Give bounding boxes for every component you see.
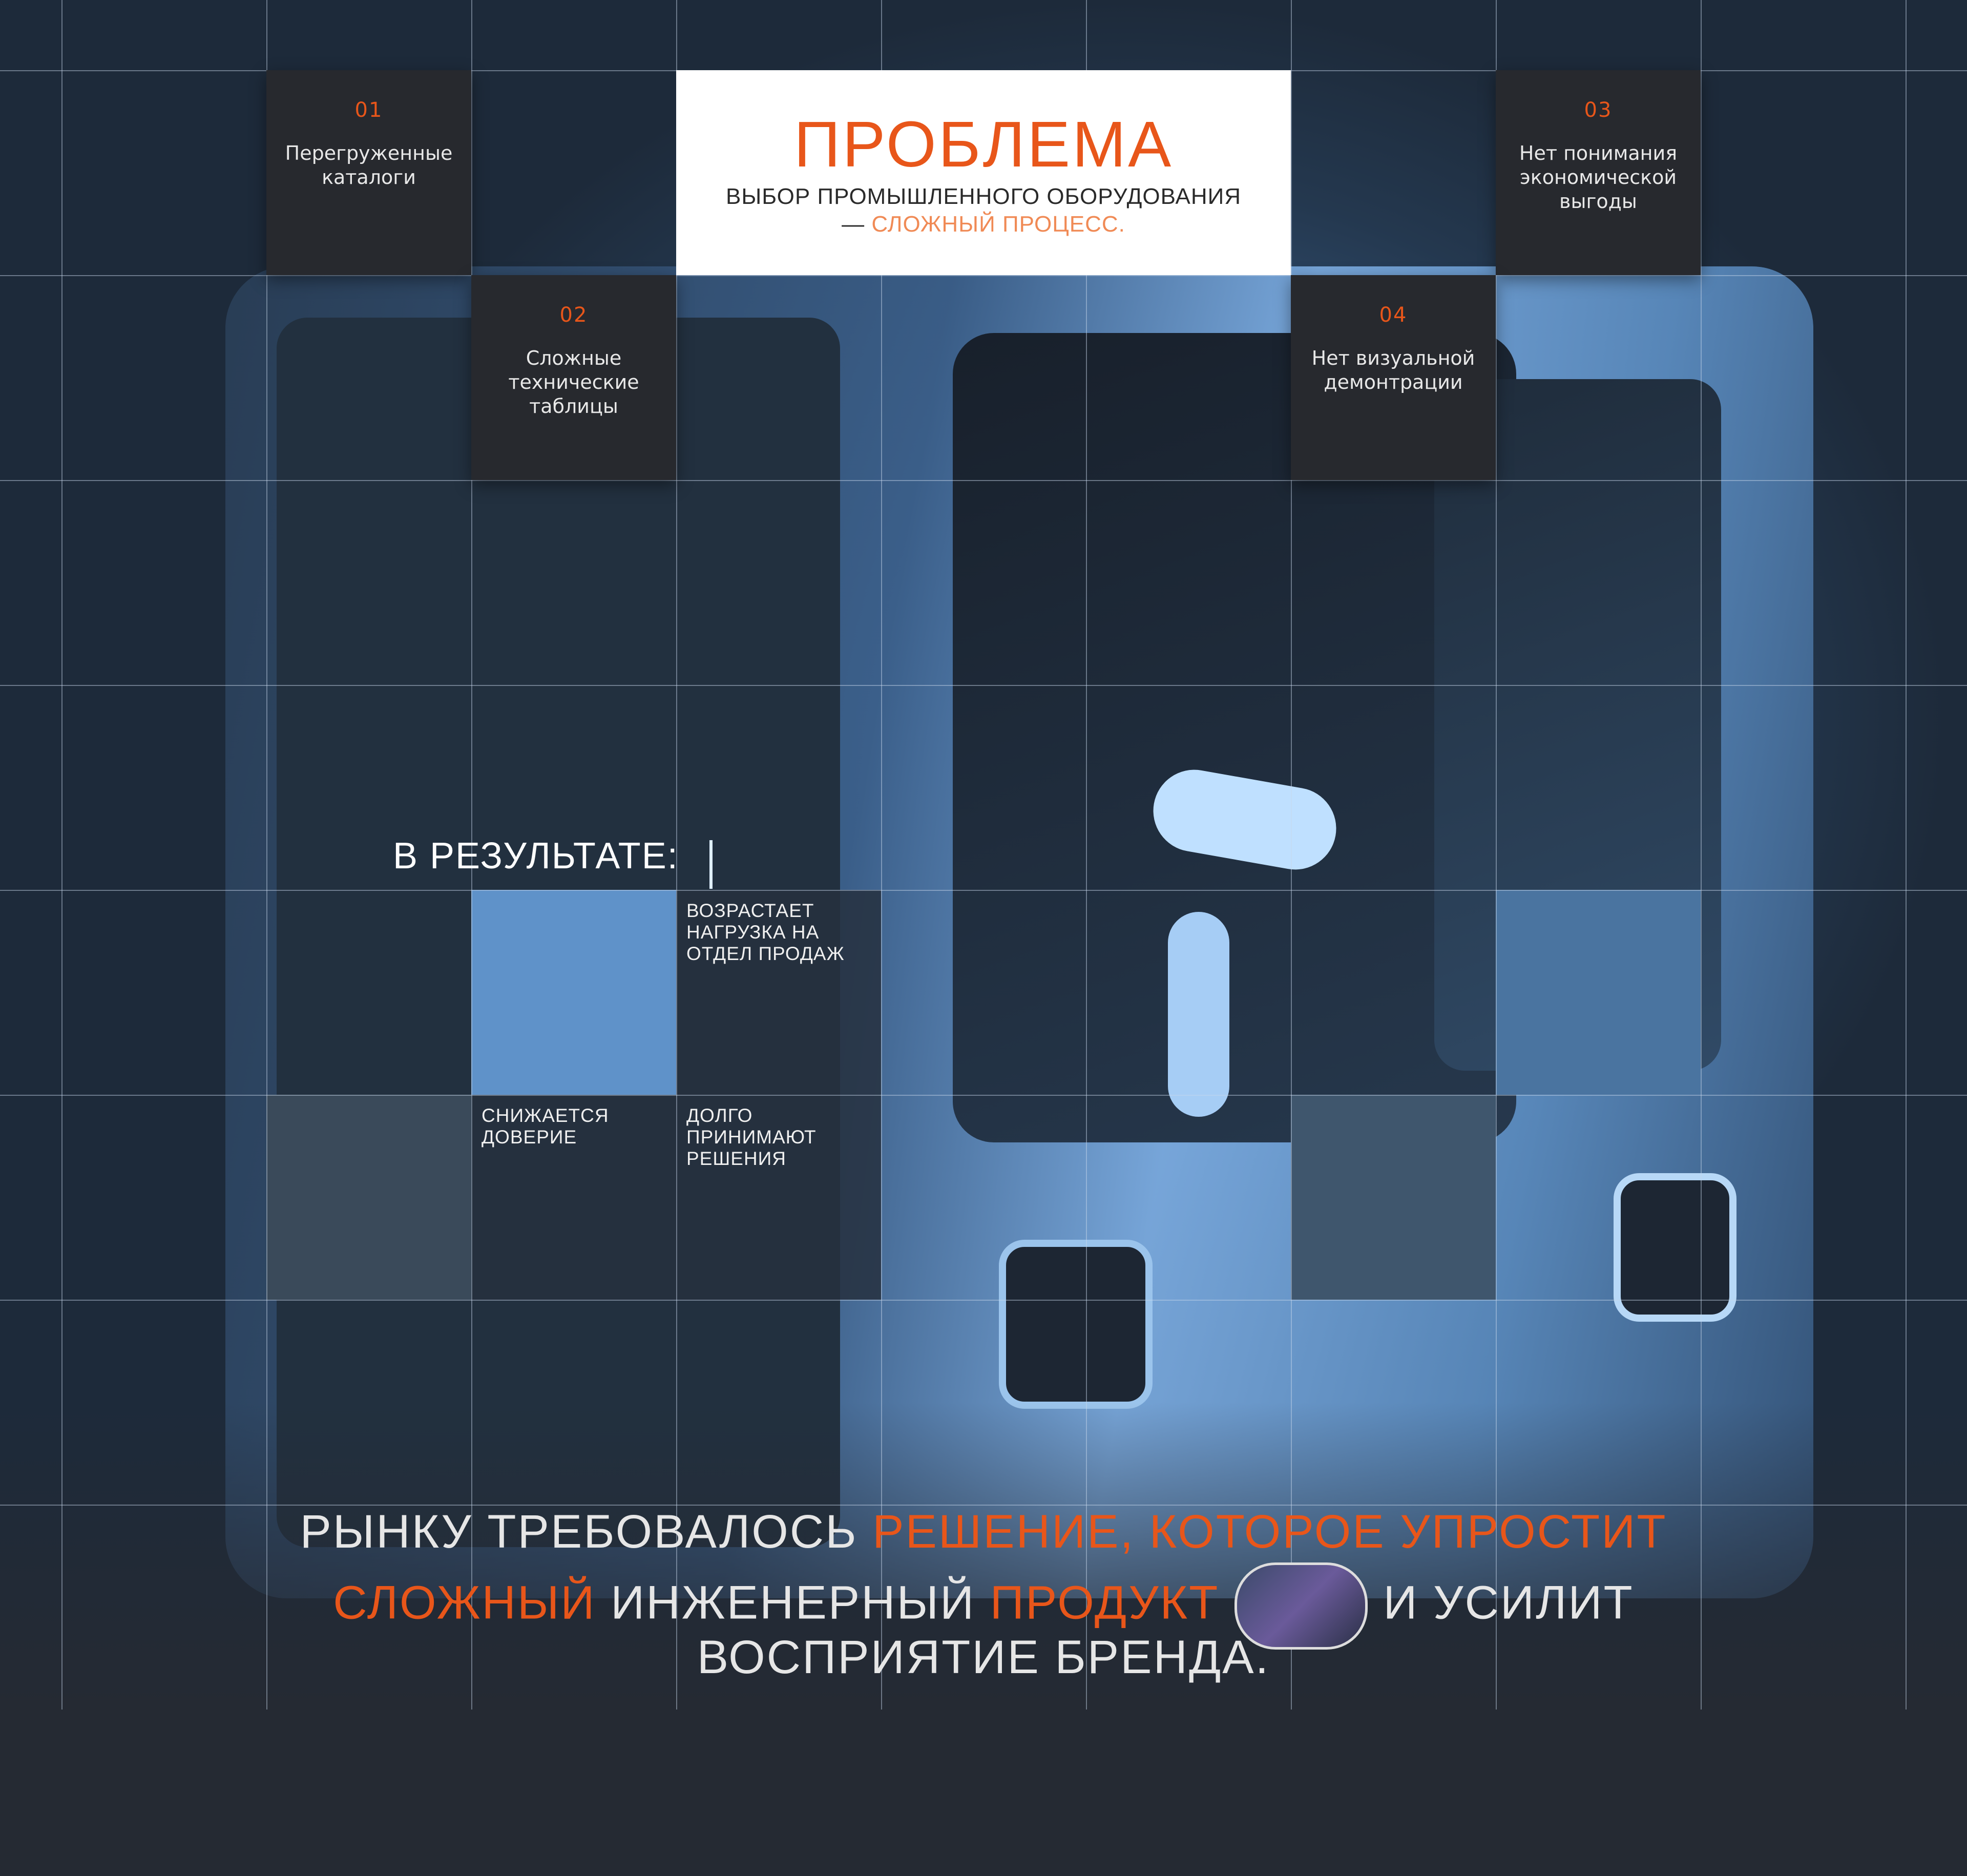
card-text: Нет визуальной демонтрации	[1311, 347, 1475, 393]
shade-cell	[471, 1095, 676, 1300]
result-item: СНИЖАЕТСЯ ДОВЕРИЕ	[482, 1105, 609, 1148]
card-text: Сложные технические таблицы	[508, 347, 639, 418]
problem-card-02: 02 Сложные технические таблицы	[471, 275, 676, 480]
card-text: Нет понимания экономической выгоды	[1519, 142, 1678, 213]
card-number: 04	[1379, 303, 1408, 327]
dash: —	[842, 212, 872, 237]
text-cursor	[709, 840, 713, 889]
subtitle-line: ВЫБОР ПРОМЫШЛЕННОГО ОБОРУДОВАНИЯ	[725, 184, 1242, 209]
shade-cell	[676, 1095, 881, 1300]
subtitle-accent: СЛОЖНЫЙ ПРОЦЕСС.	[871, 212, 1125, 237]
accent-cell	[1496, 890, 1701, 1095]
subtitle: ВЫБОР ПРОМЫШЛЕННОГО ОБОРУДОВАНИЯ — СЛОЖН…	[676, 183, 1291, 238]
bottom-band	[0, 1710, 1967, 1876]
card-number: 02	[559, 303, 588, 327]
card-number: 01	[354, 98, 383, 122]
card-number: 03	[1584, 98, 1613, 122]
problem-card-03: 03 Нет понимания экономической выгоды	[1496, 70, 1701, 275]
page-title: ПРОБЛЕМА	[793, 108, 1174, 180]
conclusion-text: ИНЖЕНЕРНЫЙ	[596, 1576, 990, 1629]
robot-arm-base	[1168, 912, 1229, 1117]
conclusion-line-3: ВОСПРИЯТИЕ БРЕНДА.	[697, 1631, 1270, 1683]
problem-card-04: 04 Нет визуальной демонтрации	[1291, 275, 1496, 480]
result-heading: В РЕЗУЛЬТАТЕ:	[393, 836, 679, 877]
shade-cell	[266, 1095, 471, 1300]
shade-cell	[676, 890, 881, 1095]
title-block: ПРОБЛЕМА ВЫБОР ПРОМЫШЛЕННОГО ОБОРУДОВАНИ…	[676, 70, 1291, 275]
accent-cell	[471, 890, 676, 1095]
conclusion-accent: ПРОДУКТ	[990, 1576, 1220, 1629]
shade-cell	[1291, 1095, 1496, 1300]
card-text: Перегруженные каталоги	[285, 142, 453, 189]
grid-overlay	[0, 0, 1967, 1710]
result-item: ДОЛГО ПРИНИМАЮТ РЕШЕНИЯ	[686, 1105, 817, 1169]
conclusion-accent: РЕШЕНИЕ, КОТОРОЕ УПРОСТИТ	[872, 1506, 1667, 1558]
conclusion-text: И УСИЛИТ	[1383, 1576, 1634, 1629]
conclusion-text: РЫНКУ ТРЕБОВАЛОСЬ	[300, 1506, 873, 1558]
background-machine-image	[0, 0, 1967, 1710]
product-thumbnail	[1234, 1562, 1368, 1650]
problem-card-01: 01 Перегруженные каталоги	[266, 70, 471, 275]
result-item: ВОЗРАСТАЕТ НАГРУЗКА НА ОТДЕЛ ПРОДАЖ	[686, 900, 845, 964]
subtitle-line: — СЛОЖНЫЙ ПРОЦЕСС.	[676, 211, 1291, 238]
conclusion-accent: СЛОЖНЫЙ	[333, 1576, 596, 1629]
machine-door	[1614, 1173, 1736, 1322]
conclusion-line-1: РЫНКУ ТРЕБОВАЛОСЬ РЕШЕНИЕ, КОТОРОЕ УПРОС…	[0, 1501, 1967, 1562]
conclusion-line-2: СЛОЖНЫЙ ИНЖЕНЕРНЫЙ ПРОДУКТ И УСИЛИТ	[0, 1562, 1967, 1650]
